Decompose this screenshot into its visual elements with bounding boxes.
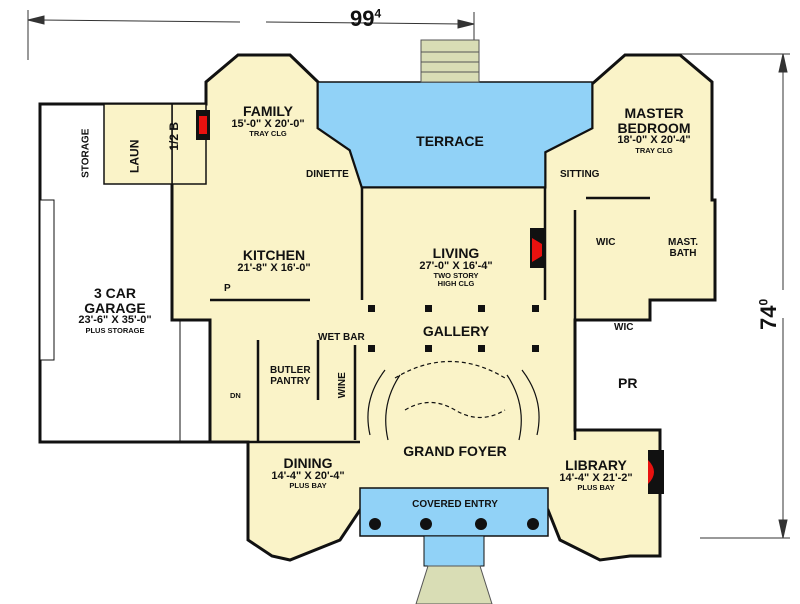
room-wic-2: WIC xyxy=(614,322,634,333)
room-wet-bar: WET BAR xyxy=(318,332,365,343)
stair-down-label: DN xyxy=(230,391,241,400)
room-living: LIVING 27'-0" X 16'-4" TWO STORY HIGH CL… xyxy=(419,245,493,289)
room-garage: 3 CAR GARAGE 23'-6" X 35'-0" PLUS STORAG… xyxy=(78,285,152,335)
room-library: LIBRARY 14'-4" X 21'-2" PLUS BAY xyxy=(559,457,633,493)
room-sitting: SITTING xyxy=(560,169,600,180)
room-storage: STORAGE xyxy=(80,128,92,178)
depth-dimension: 740 xyxy=(756,298,781,330)
room-covered-entry: COVERED ENTRY xyxy=(412,499,498,510)
covered-entry xyxy=(359,487,549,604)
room-master-bath: MAST. BATH xyxy=(668,237,698,259)
gallery-columns xyxy=(368,305,539,352)
room-dining: DINING 14'-4" X 20'-4" PLUS BAY xyxy=(271,455,345,491)
room-gallery: GALLERY xyxy=(422,323,490,339)
interior-walls xyxy=(210,187,650,444)
room-master-bedroom: MASTER BEDROOM 18'-0" X 20'-4" TRAY CLG xyxy=(617,105,691,155)
room-dinette: DINETTE xyxy=(306,169,349,180)
room-family: FAMILY 15'-0" X 20'-0" TRAY CLG xyxy=(231,103,305,139)
room-half-bath: 1/2 B xyxy=(167,121,182,151)
room-terrace: TERRACE xyxy=(416,133,484,149)
staircases xyxy=(367,360,540,441)
fireplaces xyxy=(196,110,664,494)
room-grand-foyer: GRAND FOYER xyxy=(403,443,507,459)
room-wic-1: WIC xyxy=(596,237,616,248)
dimension-lines xyxy=(27,10,790,539)
width-dimension: 994 xyxy=(350,6,382,31)
room-butler-pantry: BUTLER PANTRY xyxy=(270,365,311,387)
room-pantry: P xyxy=(224,283,231,294)
room-laundry: LAUN xyxy=(127,139,142,173)
room-kitchen: KITCHEN 21'-8" X 16'-0" xyxy=(237,247,311,274)
room-wine: WINE xyxy=(336,372,348,399)
room-powder-room: PR xyxy=(618,375,638,391)
